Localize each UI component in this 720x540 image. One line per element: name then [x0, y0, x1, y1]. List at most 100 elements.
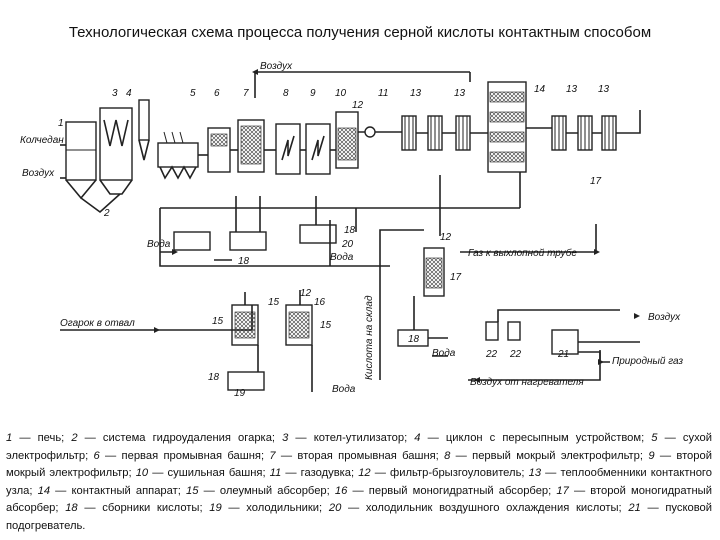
number-label: 12: [440, 232, 452, 243]
number-label: 15: [212, 316, 224, 327]
label-acid-storage: Кислота на склад: [364, 295, 375, 380]
number-label: 22: [509, 349, 522, 360]
legend-number: 1: [6, 432, 13, 444]
label-water-4: Вода: [332, 384, 356, 395]
number-label: 12: [300, 288, 312, 299]
number-label: 16: [314, 297, 326, 308]
number-label: 18: [238, 256, 250, 267]
number-label: 3: [112, 88, 118, 99]
legend-item: 8 — первый мокрый электрофильтр;: [444, 449, 649, 462]
legend-number: 4: [414, 432, 421, 444]
number-label: 14: [534, 84, 546, 95]
legend-number: 20: [328, 502, 342, 514]
equipment-legend: 1 — печь; 2 — система гидроудаления огар…: [6, 430, 712, 535]
legend-item: 7 — вторая промывная башня;: [269, 449, 445, 462]
legend-item: 1 — печь;: [6, 432, 72, 444]
number-label: 20: [341, 239, 354, 250]
legend-number: 7: [269, 449, 276, 462]
legend-number: 19: [209, 502, 222, 514]
label-cinder: Огарок в отвал: [60, 318, 135, 329]
legend-item: 3 — котел-утилизатор;: [282, 432, 415, 444]
number-label: 18: [344, 225, 356, 236]
air-supply-line: [254, 71, 471, 98]
label-water-1: Вода: [147, 239, 171, 250]
legend-number: 5: [651, 432, 658, 444]
label-pyrite: Колчедан: [20, 135, 64, 146]
oleum-absorber: [231, 304, 259, 346]
contact-apparatus: [487, 81, 527, 173]
number-label: 8: [283, 88, 289, 99]
number-label: 13: [454, 88, 466, 99]
legend-number: 8: [444, 449, 451, 462]
flow-arrows: [154, 69, 640, 383]
first-monohydrate-absorber: [285, 304, 313, 346]
number-label: 4: [126, 88, 132, 99]
number-label: 15: [268, 297, 280, 308]
number-label: 12: [352, 100, 364, 111]
legend-item: 16 — первый моногидратный абсорбер;: [334, 484, 557, 497]
number-label: 9: [310, 88, 316, 99]
legend-number: 18: [65, 502, 78, 514]
second-wet-electrofilter: [305, 123, 331, 175]
first-wash-tower: [207, 127, 231, 173]
page-title: Технологическая схема процесса получения…: [68, 24, 652, 41]
legend-number: 13: [528, 467, 542, 479]
first-wet-electrofilter: [275, 123, 301, 175]
number-label: 19: [234, 388, 246, 399]
legend-item: 10 — сушильная башня;: [135, 467, 270, 479]
legend-item: 2 — система гидроудаления огарка;: [71, 432, 283, 444]
number-label: 2: [103, 208, 110, 219]
number-label: 10: [335, 88, 347, 99]
label-water-3: Вода: [432, 348, 456, 359]
legend-item: 18 — сборники кислоты;: [65, 502, 210, 514]
label-air-heater: Воздух от нагревателя: [470, 377, 584, 388]
acid-collectors: [173, 224, 429, 391]
equipment-numbers: 1 2 3 4 5 6 7 8 9 10 11 12 13 13 14 13 1…: [58, 84, 610, 399]
legend-item: 20 — холодильник воздушного охлаждения к…: [328, 502, 629, 514]
legend-number: 9: [648, 449, 655, 462]
legend-number: 6: [93, 449, 100, 462]
legend-item: 17 — второй моногидратный абсорбер;: [6, 484, 712, 515]
process-flow-diagram: Воздух Колчедан Воздух Вода Вода Вода Во…: [20, 61, 683, 399]
legend-number: 3: [282, 432, 289, 444]
legend-number: 15: [186, 484, 199, 497]
legend-item: 6 — первая промывная башня;: [93, 449, 270, 462]
legend-item: 14 — контактный аппарат;: [37, 484, 186, 497]
legend-number: 2: [71, 432, 78, 444]
label-air-left: Воздух: [22, 168, 55, 179]
number-label: 17: [450, 272, 462, 283]
number-label: 15: [320, 320, 332, 331]
process-piping: [60, 110, 641, 392]
cyclone: [138, 99, 150, 161]
number-label: 11: [378, 88, 388, 99]
legend-item: 19 — холодильники;: [209, 502, 329, 514]
legend-number: 11: [269, 467, 282, 479]
number-label: 18: [208, 372, 220, 383]
label-air-top: Воздух: [260, 61, 293, 72]
legend-number: 17: [556, 484, 569, 497]
label-air-right: Воздух: [648, 312, 681, 323]
exchangers-22: [485, 321, 521, 341]
number-label: 18: [408, 334, 420, 345]
drying-tower: [335, 111, 359, 169]
label-exhaust-gas: Газ к выхлопной трубе: [468, 247, 577, 259]
number-label: 22: [485, 349, 498, 360]
number-label: 5: [190, 88, 196, 99]
dry-electrofilter: [157, 131, 199, 180]
second-wash-tower: [237, 119, 265, 173]
label-natural-gas: Природный газ: [612, 356, 683, 367]
number-label: 7: [243, 88, 249, 99]
legend-item: 13 — теплообменники контактного узла;: [6, 467, 712, 497]
legend-item: 9 — второй мокрый электрофильтр;: [6, 449, 712, 480]
gas-blower: [364, 126, 376, 138]
number-label: 17: [590, 176, 602, 187]
legend-item: 11 — газодувка;: [269, 467, 359, 479]
waste-heat-boiler: [99, 107, 133, 195]
second-monohydrate-absorber: [423, 247, 445, 297]
number-label: 21: [557, 349, 569, 360]
legend-item: 5 — сухой электрофильтр;: [6, 432, 713, 462]
legend-item: 4 — циклон с пересыпным устройством;: [414, 432, 652, 444]
legend-number: 21: [628, 502, 641, 514]
number-label: 13: [598, 84, 610, 95]
legend-number: 10: [135, 467, 149, 479]
